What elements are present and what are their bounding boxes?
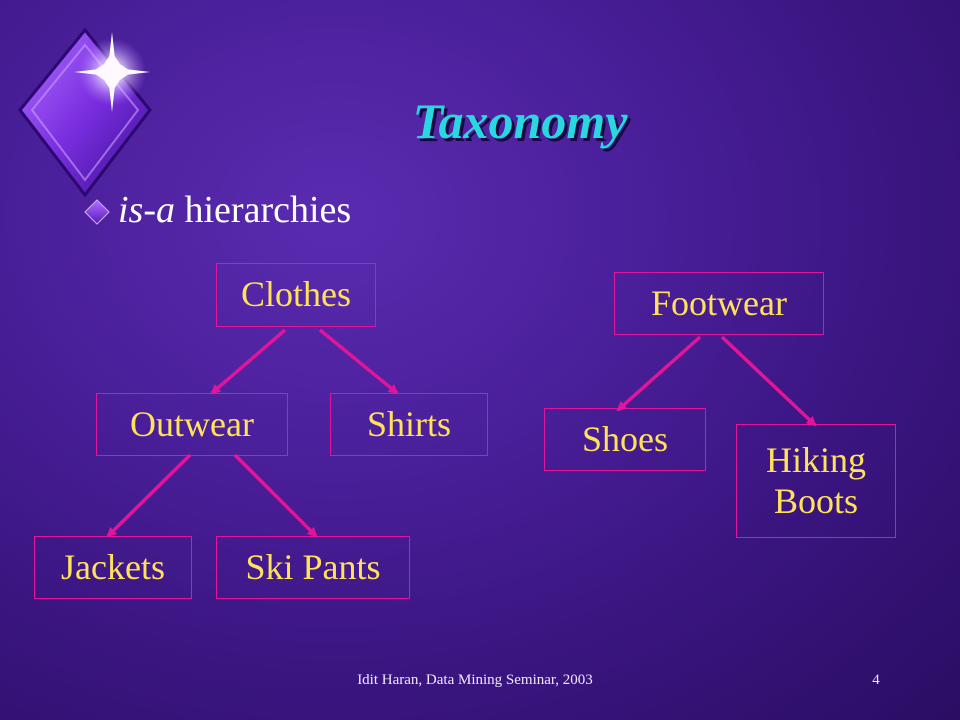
arrow-outwear-jackets — [106, 453, 192, 538]
page-number: 4 — [872, 672, 880, 688]
node-hiking-boots-line1: Hiking — [765, 439, 866, 480]
arrow-clothes-shirts — [318, 328, 399, 395]
node-ski-pants: Ski Pants — [216, 536, 410, 599]
arrow-footwear-hikingboots — [720, 335, 817, 427]
node-shirts: Shirts — [330, 393, 488, 456]
node-footwear: Footwear — [614, 272, 824, 335]
node-shoes: Shoes — [544, 408, 706, 471]
arrow-clothes-outwear — [210, 328, 287, 395]
bullet-text-italic: is-a — [118, 189, 175, 231]
node-clothes: Clothes — [216, 263, 376, 327]
diamond-star-icon — [18, 27, 152, 198]
node-hiking-boots-line2: Boots — [773, 481, 859, 521]
node-jackets: Jackets — [34, 536, 192, 599]
footer-text: Idit Haran, Data Mining Seminar, 2003 — [357, 672, 593, 688]
slide-title: Taxonomy — [412, 93, 628, 149]
node-outwear: Outwear — [96, 393, 288, 456]
bullet-item: is-a hierarchies — [84, 182, 351, 238]
node-hiking-boots: Hiking Boots — [736, 424, 896, 538]
arrow-footwear-shoes — [616, 335, 702, 412]
bullet-text-rest: hierarchies — [175, 189, 352, 231]
bullet-text: is-a hierarchies — [118, 188, 351, 232]
arrow-outwear-skipants — [233, 453, 318, 538]
slide-footer: Idit Haran, Data Mining Seminar, 2003 4 — [0, 672, 960, 696]
